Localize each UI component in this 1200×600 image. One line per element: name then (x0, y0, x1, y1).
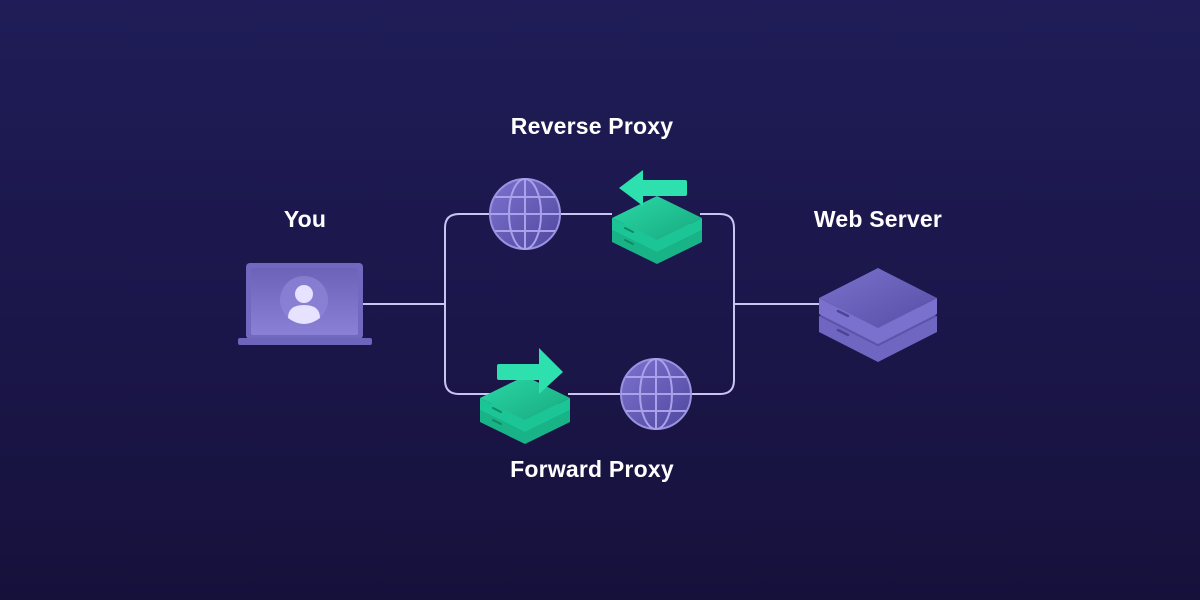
globe-icon (620, 358, 692, 430)
globe-icon (489, 178, 561, 250)
connector-left-bracket (444, 213, 612, 395)
label-forward-proxy: Forward Proxy (510, 456, 674, 482)
label-reverse-proxy: Reverse Proxy (510, 113, 674, 139)
laptop-user-icon (238, 263, 372, 345)
label-you: You (283, 206, 327, 232)
arrow-right-icon (497, 348, 563, 394)
forward-proxy-server-icon (480, 348, 570, 444)
web-server-icon (819, 268, 937, 362)
arrow-left-icon (619, 170, 687, 206)
reverse-proxy-server-icon (612, 170, 702, 264)
connector-lines (362, 213, 822, 395)
label-web-server: Web Server (813, 206, 943, 232)
